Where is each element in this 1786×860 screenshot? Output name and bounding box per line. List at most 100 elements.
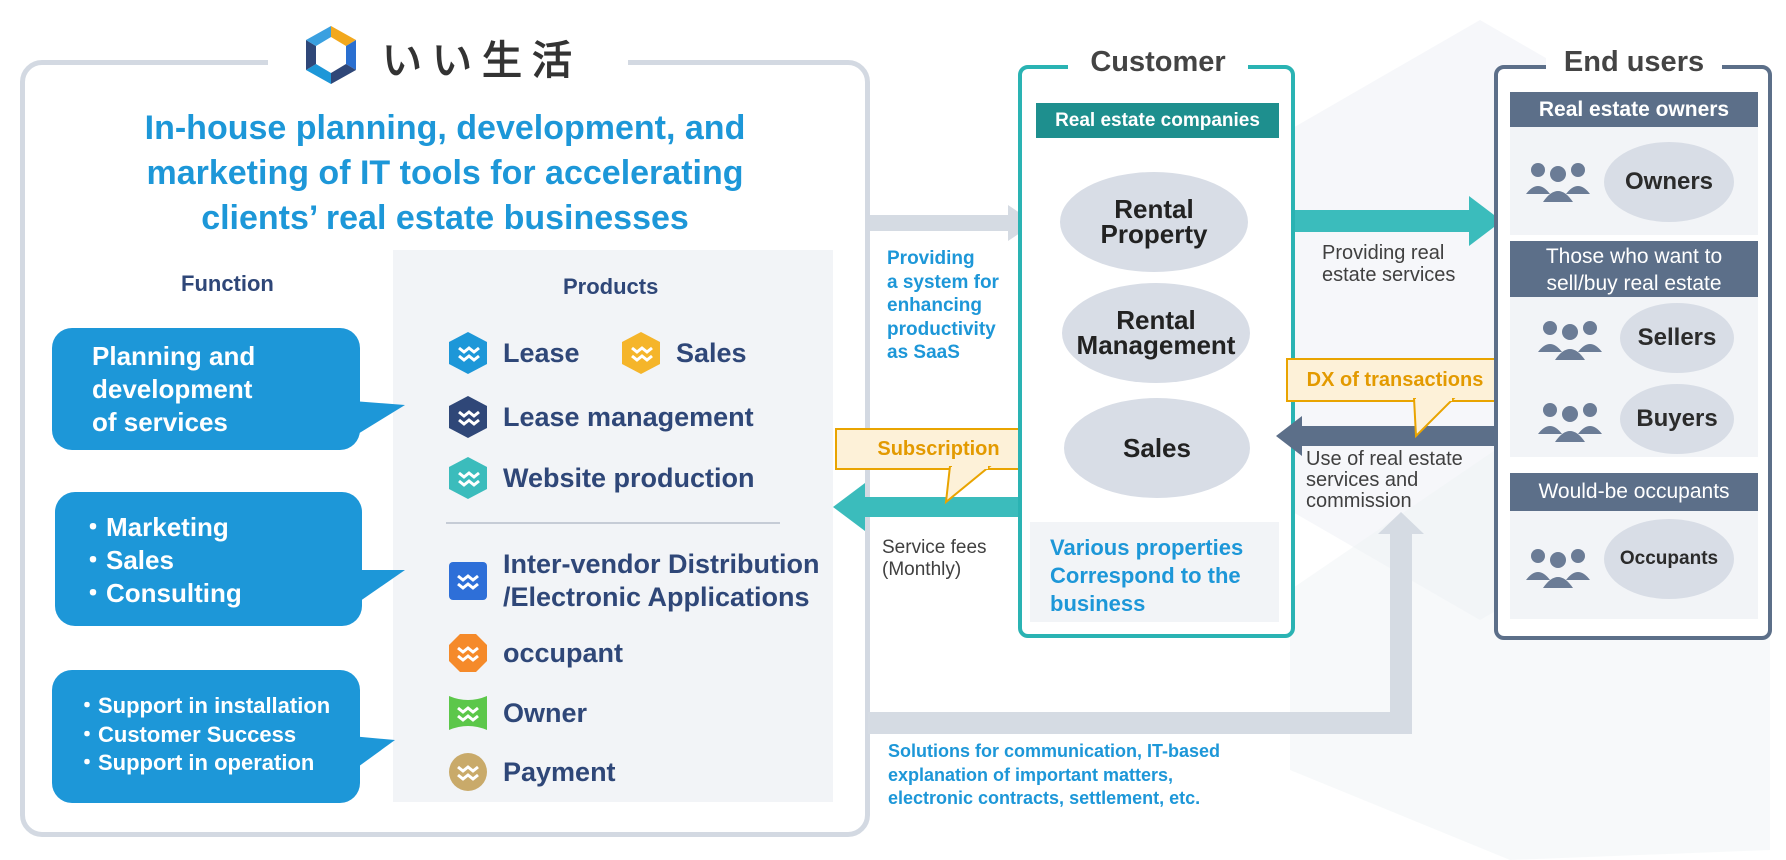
solutions-line: explanation of important matters, — [888, 764, 1174, 785]
customer-band: Real estate companies — [1036, 103, 1279, 138]
eu-buyers: Buyers — [1620, 384, 1734, 454]
function-line: of services — [92, 407, 228, 437]
ellipse-line: Sales — [1123, 432, 1191, 463]
various-line: Correspond to the — [1050, 563, 1241, 588]
people-group-icon — [1538, 403, 1602, 442]
people-group-icon — [1538, 321, 1602, 360]
product-label: occupant — [503, 637, 624, 668]
people-group-icon — [1526, 163, 1590, 202]
saas-line: enhancing — [887, 295, 983, 316]
customer-sales: Sales — [1064, 398, 1250, 498]
saas-line: a system for — [887, 271, 999, 293]
function-line: ・Support in installation — [76, 693, 331, 718]
function-line: ・Customer Success — [76, 721, 297, 747]
product-label: Payment — [503, 756, 616, 787]
providing-arrow-icon — [1295, 196, 1502, 246]
product-label-line: Inter-vendor Distribution — [503, 549, 820, 579]
function-line: ・Marketing — [80, 512, 229, 542]
eu-band-line: Those who want to — [1545, 245, 1723, 268]
product-occupant: occupant — [447, 632, 623, 674]
product-payment: Payment — [447, 751, 616, 793]
callout-tail — [1412, 398, 1456, 439]
function-line: ・Consulting — [80, 578, 242, 608]
function-title: Function — [181, 271, 274, 296]
people-group-icon — [1526, 549, 1590, 588]
product-label: Sales — [676, 337, 747, 368]
hexagon-brand-icon — [622, 332, 660, 374]
end-users-title: End users — [1546, 46, 1722, 86]
square-brand-icon — [449, 562, 487, 600]
headline: In-house planning, development, and mark… — [90, 106, 800, 241]
eu-band-owners: Real estate owners — [1510, 92, 1758, 127]
dx-callout: DX of transactions — [1286, 358, 1504, 402]
various-line: business — [1050, 591, 1146, 616]
product-label: Inter-vendor Distribution /Electronic Ap… — [503, 548, 820, 614]
product-label: Lease — [503, 337, 580, 368]
headline-line: marketing of IT tools for accelerating — [146, 154, 744, 192]
company-logo-icon — [306, 26, 356, 84]
product-lease-management: Lease management — [447, 394, 754, 440]
function-line: ・Sales — [80, 545, 174, 575]
function-line: Planning and — [92, 341, 256, 371]
headline-line: In-house planning, development, and — [144, 109, 746, 147]
saas-arrow-icon — [870, 205, 1035, 241]
ellipse-line: Rental — [1114, 194, 1194, 224]
function-bubble-marketing: ・Marketing ・Sales ・Consulting — [55, 492, 362, 626]
function-line: development — [92, 374, 253, 404]
eu-band-occupants: Would-be occupants — [1510, 473, 1758, 511]
function-bubble-planning: Planning and development of services — [52, 328, 360, 450]
product-website-production: Website production — [447, 455, 755, 501]
callout-tail — [944, 466, 992, 505]
ellipse-line: Rental — [1116, 305, 1196, 335]
service-fees-line: Service fees — [882, 537, 987, 558]
customer-title: Customer — [1068, 46, 1248, 86]
eu-sellers: Sellers — [1620, 303, 1734, 373]
solutions-line: Solutions for communication, IT-based — [888, 741, 1221, 761]
product-owner: Owner — [447, 692, 587, 734]
service-fees-line: (Monthly) — [882, 559, 962, 580]
use-label: Use of real estate services and commissi… — [1306, 449, 1463, 512]
saas-flow-label: Providing a system for enhancing product… — [887, 247, 999, 365]
function-bubble-support: ・Support in installation ・Customer Succe… — [52, 670, 360, 803]
use-arrow-icon — [1276, 416, 1496, 456]
saas-line: as SaaS — [887, 342, 960, 363]
eu-owners: Owners — [1604, 142, 1734, 222]
product-sales: Sales — [620, 330, 747, 376]
product-label: Lease management — [503, 401, 754, 432]
hexagon-brand-icon — [449, 457, 487, 499]
service-fee-arrow-icon — [833, 483, 1023, 531]
ellipse-line: Management — [1076, 330, 1236, 360]
solutions-line: electronic contracts, settlement, etc. — [888, 788, 1201, 808]
various-line: Various properties — [1050, 535, 1244, 560]
product-label: Website production — [503, 462, 755, 493]
function-line: ・Support in operation — [76, 750, 315, 775]
eu-occupants: Occupants — [1604, 519, 1734, 599]
providing-line: Providing real — [1322, 242, 1445, 264]
subscription-callout: Subscription — [835, 428, 1042, 470]
products-title: Products — [563, 274, 659, 299]
providing-line: estate services — [1322, 264, 1456, 286]
product-lease: Lease — [447, 330, 580, 376]
saas-line: Providing — [887, 248, 975, 269]
hexagon-brand-icon — [449, 332, 487, 374]
eu-band-sell-buy: Those who want to sell/buy real estate — [1510, 241, 1758, 297]
product-label-line: /Electronic Applications — [503, 582, 810, 612]
solutions-arrow-icon — [868, 512, 1424, 734]
use-line: Use of real estate — [1306, 448, 1463, 470]
saas-line: productivity — [887, 318, 996, 340]
various-properties: Various properties Correspond to the bus… — [1030, 522, 1279, 622]
eu-band-line: sell/buy real estate — [1546, 272, 1722, 295]
octagon-brand-icon — [449, 634, 487, 672]
product-label: Owner — [503, 697, 588, 728]
product-inter-vendor: Inter-vendor Distribution /Electronic Ap… — [447, 548, 820, 614]
headline-line: clients’ real estate businesses — [201, 199, 689, 237]
company-logo-text: いい生活 — [382, 38, 582, 84]
service-fees-label: Service fees (Monthly) — [882, 537, 987, 581]
use-line: commission — [1306, 490, 1412, 512]
products-divider — [446, 522, 780, 524]
ellipse-line: Property — [1100, 219, 1208, 249]
hexagon-brand-icon — [449, 396, 487, 438]
circle-brand-icon — [449, 753, 487, 791]
